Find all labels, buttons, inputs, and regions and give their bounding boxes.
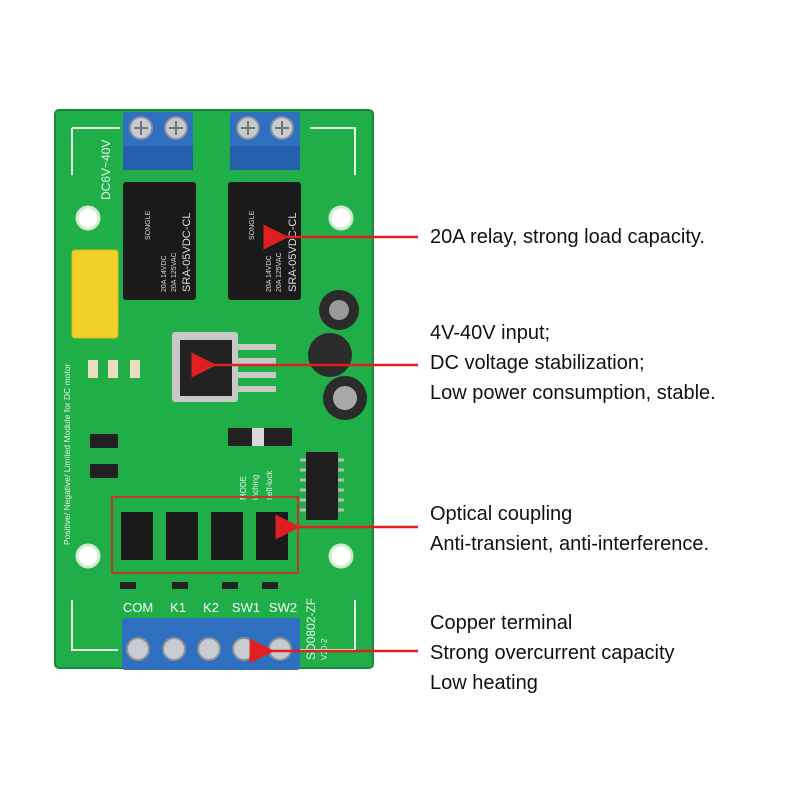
motor-terminal-block bbox=[230, 112, 300, 170]
pin-label-com: COM bbox=[123, 600, 153, 615]
yellow-capacitor bbox=[71, 249, 119, 339]
mode-jumper: MODE inching self-lock bbox=[228, 428, 292, 500]
input-label: DC6V~40V bbox=[99, 140, 113, 200]
input-callout-text: 4V-40V input; DC voltage stabilization; … bbox=[430, 322, 716, 404]
svg-text:self-lock: self-lock bbox=[265, 470, 274, 500]
mount-hole bbox=[328, 543, 354, 569]
pin-label-sw1: SW1 bbox=[232, 600, 260, 615]
side-label: Positive/ Negative/ Limited Module for D… bbox=[62, 363, 72, 545]
ic-chip bbox=[300, 452, 344, 520]
pin-label-k2: K2 bbox=[203, 600, 219, 615]
pin-label-k1: K1 bbox=[170, 600, 186, 615]
terminal-callout-text: Copper terminal Strong overcurrent capac… bbox=[430, 612, 675, 694]
control-terminal-block bbox=[122, 618, 300, 670]
relay-2: SRA-05VDC-CL 20A 14VDC 20A 125VAC SONGLE bbox=[228, 182, 301, 300]
svg-text:inching: inching bbox=[251, 475, 260, 500]
pin-label-sw2: SW2 bbox=[269, 600, 297, 615]
optical-callout-text: Optical coupling Anti-transient, anti-in… bbox=[430, 503, 710, 555]
mount-hole bbox=[75, 543, 101, 569]
relay-1: SRA-05VDC-CL 20A 14VDC 20A 125VAC SONGLE bbox=[123, 182, 196, 300]
svg-text:20A 125VAC: 20A 125VAC bbox=[171, 252, 178, 292]
mount-hole bbox=[75, 205, 101, 231]
relay-callout-text: 20A relay, strong load capacity. bbox=[430, 226, 705, 248]
svg-text:SRA-05VDC-CL: SRA-05VDC-CL bbox=[181, 213, 193, 292]
power-terminal-block bbox=[123, 112, 193, 170]
version-label: V20-2 bbox=[320, 638, 329, 660]
svg-text:SRA-05VDC-CL: SRA-05VDC-CL bbox=[287, 213, 299, 292]
svg-text:20A 125VAC: 20A 125VAC bbox=[276, 252, 283, 292]
mount-hole bbox=[328, 205, 354, 231]
svg-text:20A 14VDC: 20A 14VDC bbox=[161, 255, 168, 292]
svg-text:SONGLE: SONGLE bbox=[249, 210, 256, 240]
model-label: SD0802-ZF bbox=[304, 598, 318, 660]
svg-text:20A 14VDC: 20A 14VDC bbox=[266, 255, 273, 292]
svg-text:MODE: MODE bbox=[239, 476, 248, 500]
svg-text:SONGLE: SONGLE bbox=[145, 210, 152, 240]
